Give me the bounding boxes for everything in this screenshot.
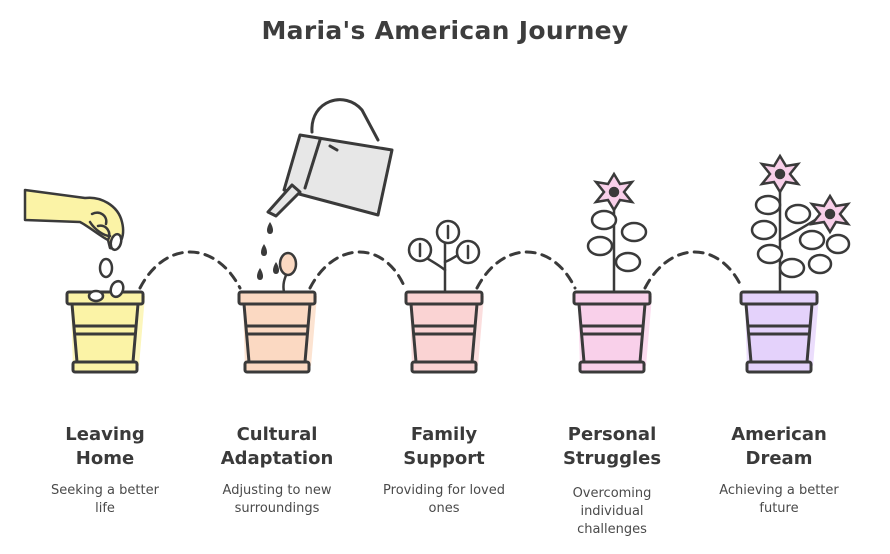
sprouting-seed-icon: [278, 251, 298, 294]
pot-band: [413, 324, 475, 336]
stage-description-line: challenges: [577, 522, 647, 537]
pot-base: [745, 360, 813, 374]
stage-title-line: Struggles: [562, 448, 662, 469]
pot-band: [581, 324, 643, 336]
stage-description-line: Achieving a better: [719, 483, 839, 498]
stage-description-line: Adjusting to new: [222, 483, 332, 498]
flower-pot-icon: [572, 290, 652, 374]
pot-band: [74, 324, 136, 336]
stage-description-line: future: [759, 501, 799, 516]
flower-icon: [758, 153, 852, 235]
stage-title-line: Family: [410, 424, 478, 445]
connector-1: [138, 250, 242, 290]
stage-description: Achieving a better future: [704, 482, 854, 518]
stage-title-line: Home: [75, 448, 135, 469]
watering-can-icon: [266, 98, 394, 218]
pot-base: [243, 360, 311, 374]
hand-icon: [23, 188, 125, 250]
flower-pot-icon: [65, 290, 145, 374]
stage-title-line: Personal: [567, 424, 657, 445]
stage-title-line: Support: [403, 448, 485, 469]
stage-title-line: American: [731, 424, 827, 445]
pot-base: [578, 360, 646, 374]
stage-title-line: Leaving: [65, 424, 145, 445]
pot-rim: [65, 290, 145, 306]
stage-description: Seeking a better life: [30, 482, 180, 518]
stage-description: Overcoming individual challenges: [537, 485, 687, 539]
diagram-title: Maria's American Journey: [261, 16, 629, 45]
pot-band: [748, 324, 810, 336]
stage-description-line: Providing for loved: [383, 483, 505, 498]
stage-title-line: Cultural: [236, 424, 318, 445]
pot-band: [246, 324, 308, 336]
pot-rim: [572, 290, 652, 306]
connector-2: [308, 250, 407, 290]
connector-4: [643, 250, 744, 290]
stage-title-line: Dream: [745, 448, 813, 469]
pot-rim: [739, 290, 819, 306]
stage-description: Providing for loved ones: [369, 482, 519, 518]
water-drop-icons: [257, 222, 279, 280]
flower-pot-icon: [237, 290, 317, 374]
pot-base: [71, 360, 139, 374]
stage-description: Adjusting to new surroundings: [202, 482, 352, 518]
flower-pot-icon: [739, 290, 819, 374]
pot-base: [410, 360, 478, 374]
stage-description-line: surroundings: [234, 501, 320, 516]
stage-description-line: life: [95, 501, 115, 516]
stage-description-line: individual: [580, 504, 644, 519]
connector-arrows: [138, 250, 744, 290]
pot-rim: [404, 290, 484, 306]
stage-title-line: Adaptation: [220, 448, 334, 469]
flowering-plant-icon: [750, 153, 852, 294]
budding-plant-icon: [586, 171, 648, 294]
flower-pot-icon: [404, 290, 484, 374]
flower-icon: [592, 171, 636, 213]
stage-description-line: Seeking a better: [51, 483, 159, 498]
stage-description-line: Overcoming: [572, 486, 652, 501]
seedling-icon: [407, 219, 481, 294]
pot-rim: [237, 290, 317, 306]
stage-description-line: ones: [428, 501, 460, 516]
connector-3: [475, 250, 577, 290]
seed-icons: [87, 232, 125, 303]
